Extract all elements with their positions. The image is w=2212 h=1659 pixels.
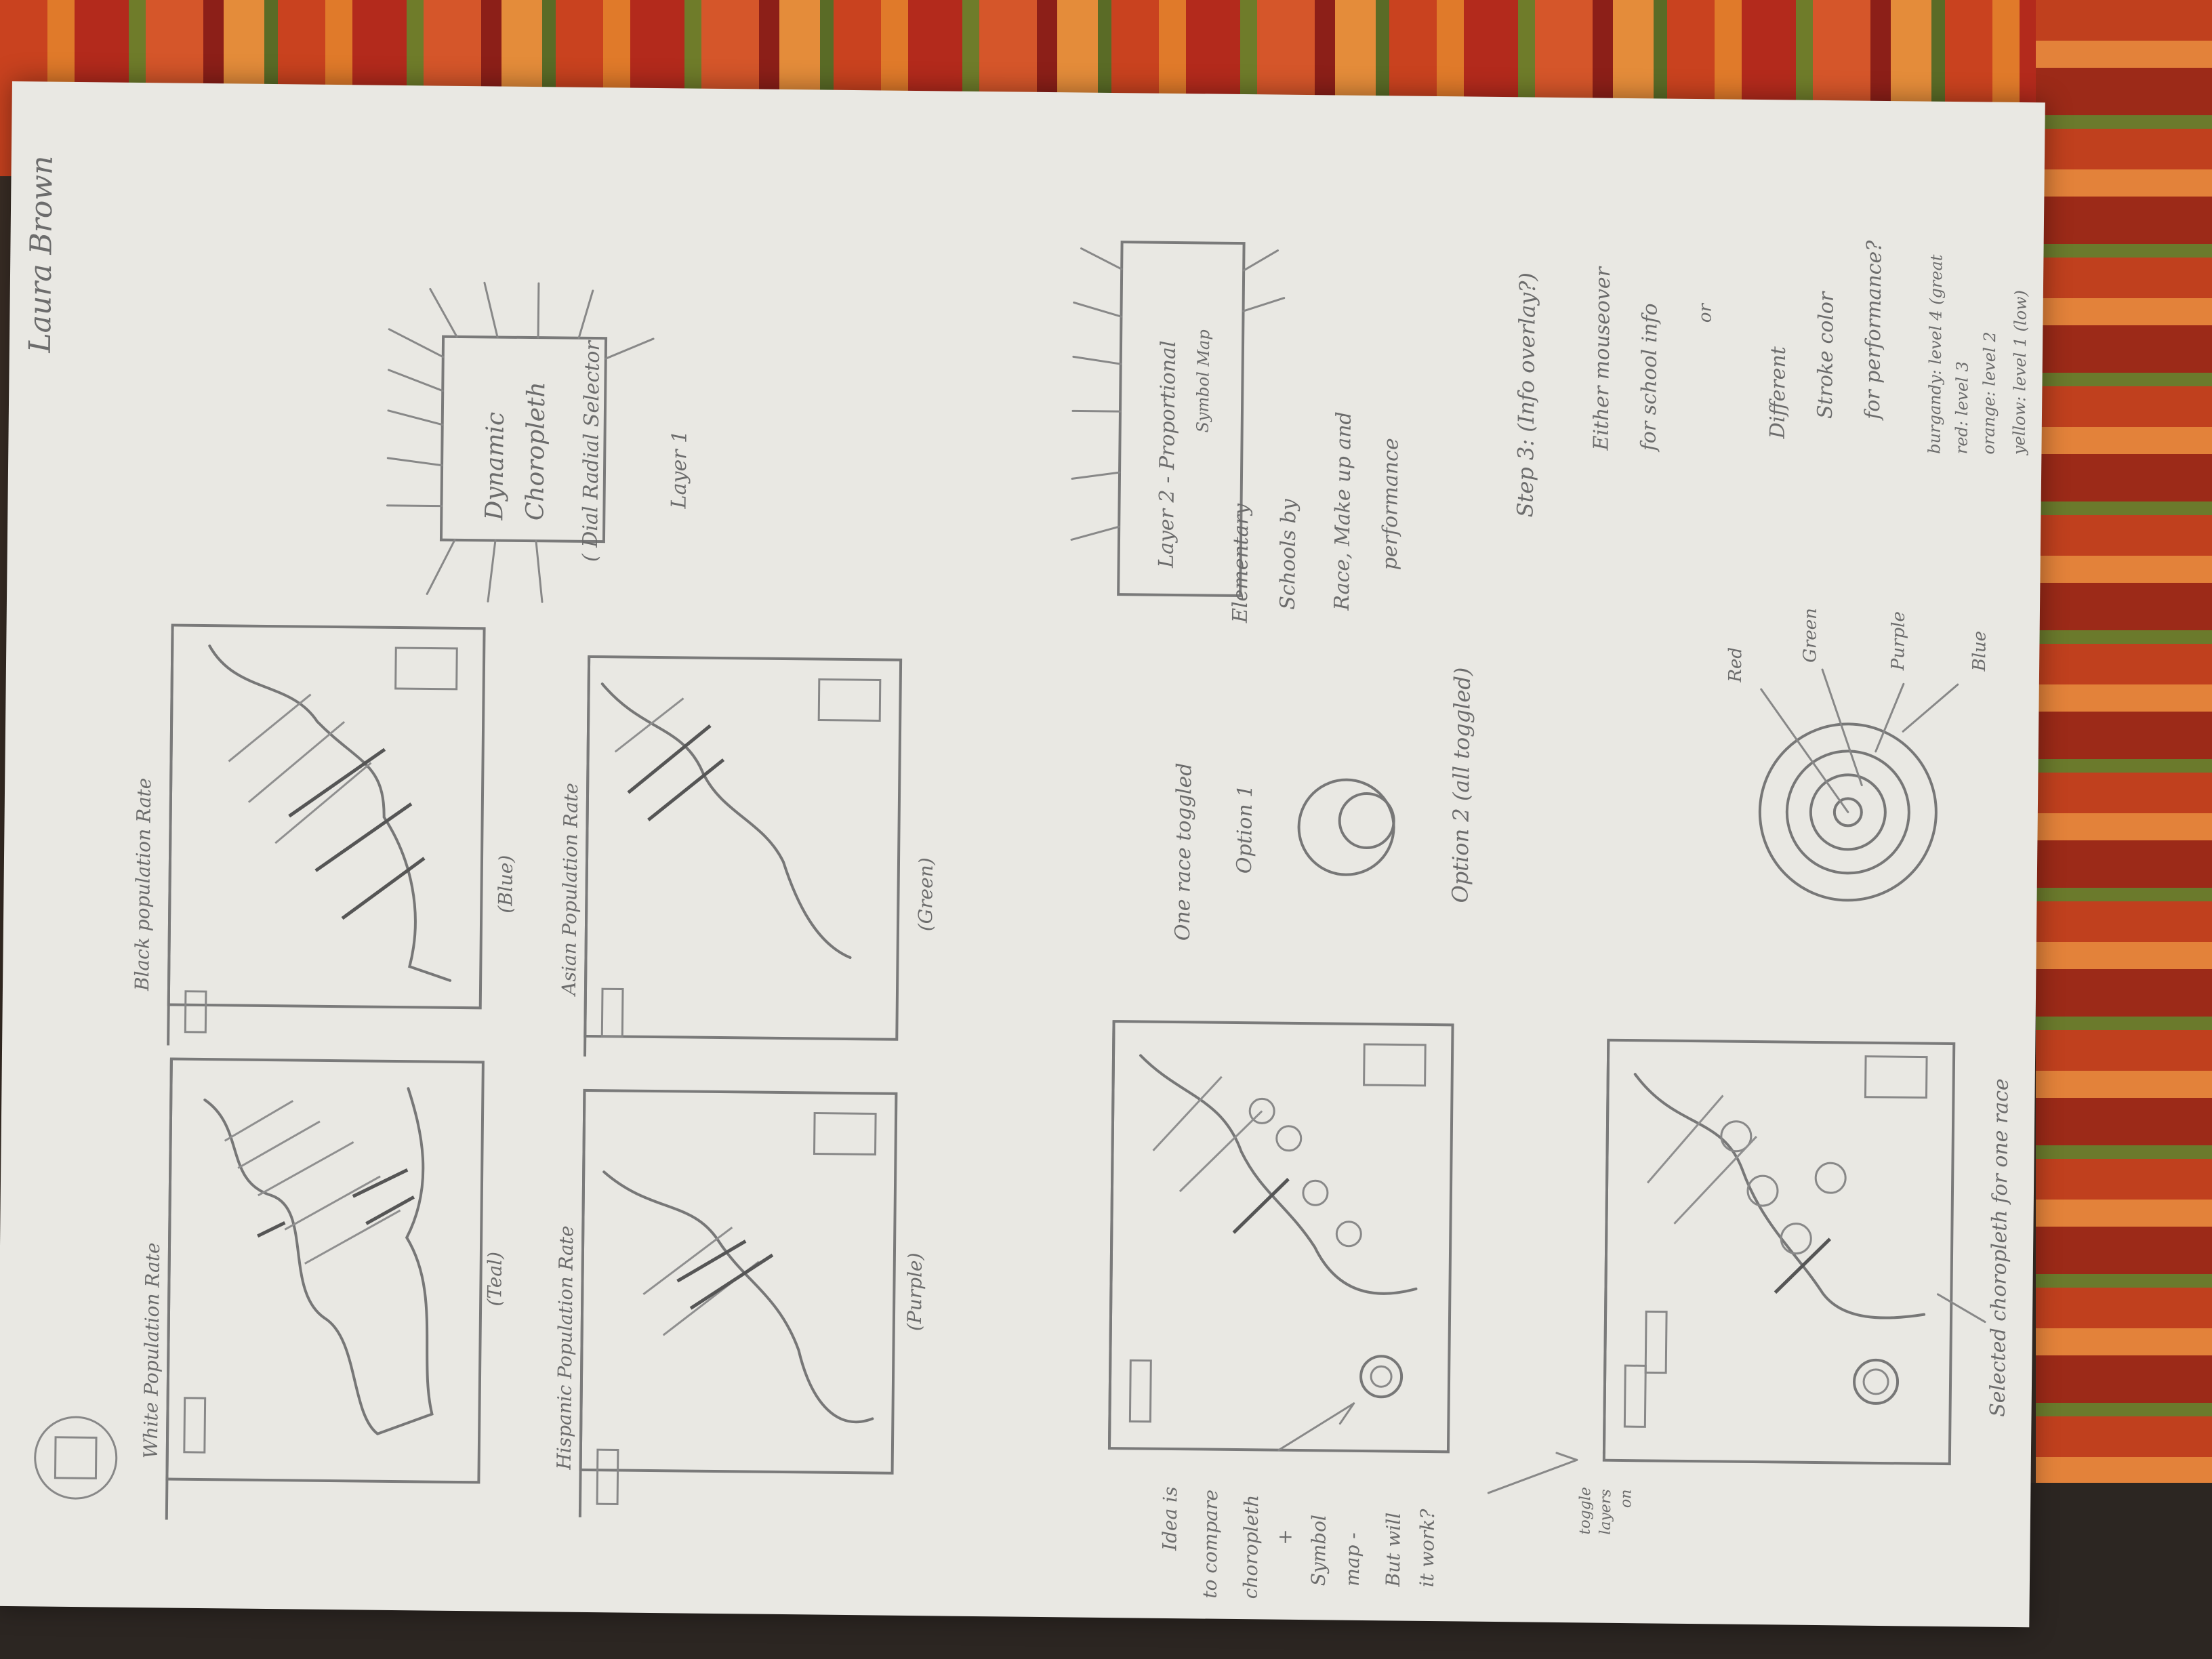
map-black-title: Black population Rate	[131, 778, 155, 992]
idea-line2: to compare	[1199, 1490, 1223, 1599]
level-4: burgandy: level 4 (great	[1925, 254, 1946, 454]
header-title-1: Dynamic	[480, 412, 510, 521]
idea-line6: map -	[1341, 1532, 1364, 1586]
idea-line3: choropleth	[1240, 1495, 1263, 1599]
map-white-caption: (Teal)	[483, 1252, 506, 1307]
header-subtitle: ( Dial Radial Selector	[579, 340, 605, 562]
step3-title: Step 3: (Info overlay?)	[1512, 272, 1540, 518]
layer2-title: Layer 2 - Proportional	[1155, 340, 1181, 569]
ring-label-red: Red	[1725, 647, 1746, 683]
header-box: Dynamic Choropleth ( Dial Radial Selecto…	[386, 281, 692, 603]
step3-notes: Step 3: (Info overlay?) Either mouseover…	[1512, 240, 2030, 518]
level-2: orange: level 2	[1979, 331, 1999, 454]
layer2-line3: Race, Make up and	[1330, 411, 1356, 611]
option2-label: Option 2 (all toggled)	[1447, 667, 1475, 903]
rug-background-right	[2036, 0, 2212, 1659]
idea-note: Idea is to compare choropleth + Symbol m…	[1158, 1402, 1578, 1599]
step3-line4: Different	[1766, 346, 1790, 439]
header-layer-label: Layer 1	[667, 430, 691, 510]
sketch-paper: Laura Brown White Population Rate (Teal)	[0, 81, 2045, 1628]
option1-line2: Option 1	[1233, 784, 1257, 874]
map-black: Black population Rate (Blue)	[131, 623, 517, 1046]
toggle-note: toggle layers on	[1577, 1487, 1635, 1535]
header-title-2: Choropleth	[521, 382, 550, 520]
step3-line1: Either mouseover	[1589, 266, 1615, 451]
map-hispanic-title: Hispanic Population Rate	[553, 1225, 578, 1471]
map-black-caption: (Blue)	[494, 855, 517, 914]
level-3: red: level 3	[1952, 361, 1971, 454]
hatching	[642, 1227, 774, 1336]
selected-note: Selected choropleth for one race	[1986, 1078, 2013, 1417]
map-asian-title: Asian Population Rate	[558, 783, 582, 998]
map-white: White Population Rate (Teal)	[34, 1057, 506, 1520]
map-hispanic: Hispanic Population Rate (Purple)	[553, 1088, 926, 1517]
hatching	[228, 693, 426, 920]
option1: One race toggled Option 1	[1171, 762, 1395, 941]
step3-line6: for performance?	[1861, 240, 1887, 421]
layer2-line2: Schools by	[1276, 498, 1301, 610]
concentric-rings	[1758, 668, 1959, 902]
ring-label-purple: Purple	[1888, 611, 1909, 671]
option2: Option 2 (all toggled) Red Green Purple …	[1447, 608, 1990, 903]
toggle-line2: layers	[1597, 1489, 1615, 1535]
idea-line7: But will	[1382, 1513, 1405, 1588]
map-white-title: White Population Rate	[140, 1242, 164, 1458]
map-asian-caption: (Green)	[914, 857, 937, 931]
step3-line3: or	[1695, 302, 1715, 323]
hatching	[224, 1100, 415, 1265]
toggle-line1: toggle	[1577, 1487, 1595, 1535]
step3-line5: Stroke color	[1814, 291, 1839, 419]
layer2-title-2: Symbol Map	[1193, 329, 1214, 432]
idea-line5: Symbol	[1307, 1515, 1330, 1586]
toggle-line3: on	[1618, 1490, 1635, 1509]
ring-label-blue: Blue	[1969, 631, 1990, 672]
map-asian: Asian Population Rate (Green)	[558, 655, 937, 1057]
map-option1	[1107, 1020, 1454, 1454]
idea-line4: +	[1273, 1529, 1296, 1545]
idea-line1: Idea is	[1158, 1486, 1181, 1551]
level-1: yellow: level 1 (low)	[2009, 290, 2030, 455]
layer2-box: Layer 2 - Proportional Symbol Map Elemen…	[1070, 241, 1404, 623]
option1-line1: One race toggled	[1171, 762, 1197, 941]
layer2-line1: Elementary	[1229, 503, 1254, 623]
map-option2	[1602, 1038, 1986, 1466]
layer2-line4: performance	[1378, 438, 1404, 570]
ring-label-green: Green	[1800, 608, 1821, 663]
map-hispanic-caption: (Purple)	[903, 1252, 926, 1331]
hatching	[614, 697, 725, 821]
step3-line2: for school info	[1637, 303, 1662, 452]
sketch-canvas: Laura Brown White Population Rate (Teal)	[23, 155, 2030, 1599]
idea-line8: it work?	[1416, 1509, 1439, 1588]
author-name: Laura Brown	[23, 155, 60, 353]
